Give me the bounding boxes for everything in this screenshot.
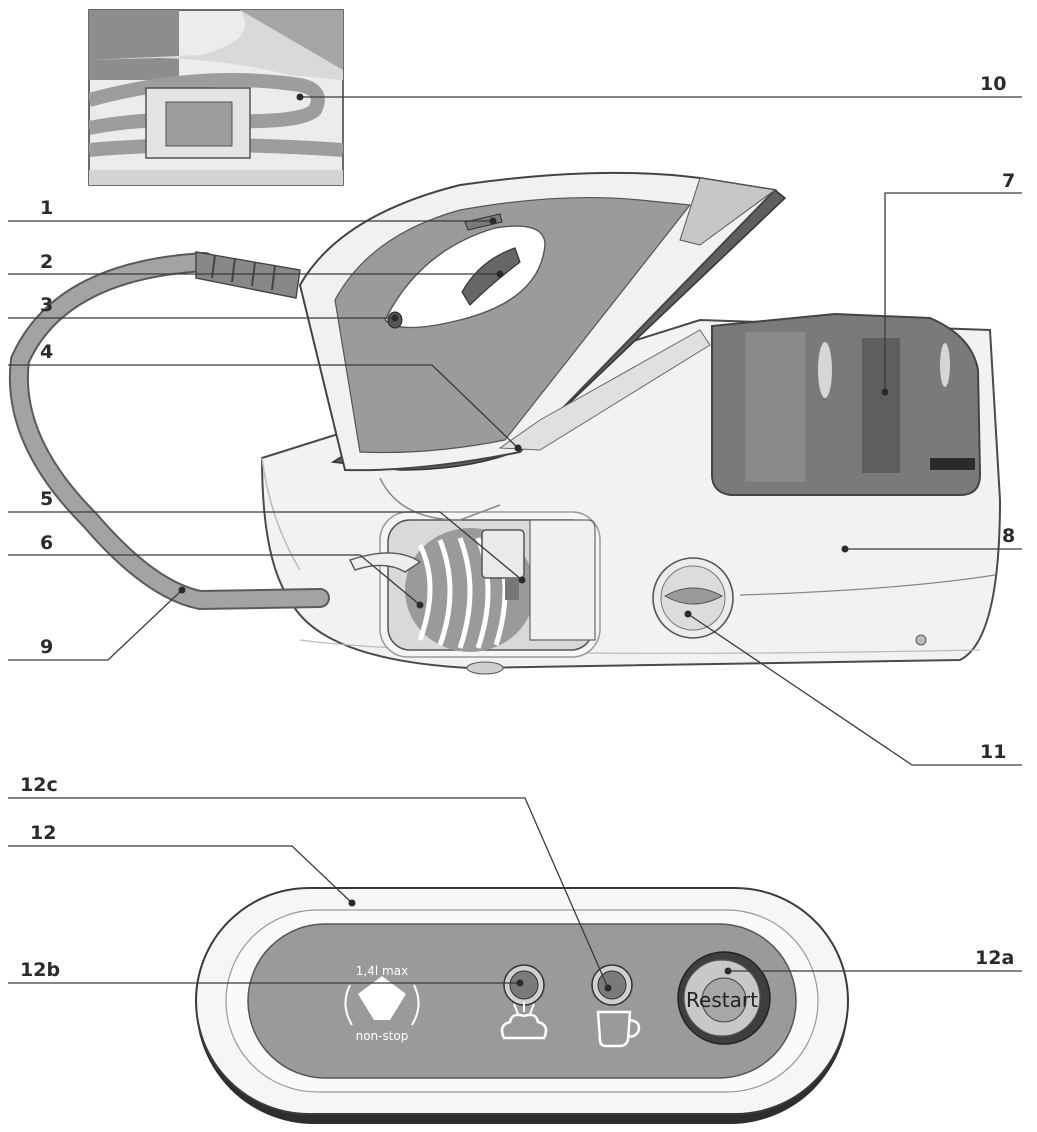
callout-6: 6: [40, 532, 53, 554]
cup-icon: [596, 1010, 641, 1048]
iron-rest: [498, 329, 711, 451]
plug: [481, 529, 525, 600]
cord-storage-compartment: [349, 511, 601, 658]
steam-hose: [8, 251, 330, 611]
callout-9: 9: [40, 636, 53, 658]
control-panel: 1,4l max non-stop Rest: [195, 887, 849, 1124]
callout-2: 2: [40, 251, 53, 273]
restart-label: Restart: [686, 988, 758, 1012]
callout-5: 5: [40, 488, 53, 510]
leader-lines: [8, 93, 1022, 992]
callout-12b: 12b: [20, 959, 60, 981]
callout-4: 4: [40, 341, 53, 363]
restart-button[interactable]: Restart: [677, 951, 771, 1045]
cup-mode-button[interactable]: [591, 964, 633, 1006]
anti-scale-knob: [652, 557, 734, 639]
water-tank: [711, 312, 982, 496]
callout-11: 11: [980, 741, 1006, 763]
hose-strain-relief: [195, 251, 301, 299]
callout-12c: 12c: [20, 774, 58, 796]
callout-1: 1: [40, 197, 53, 219]
steam-icon: [500, 1002, 548, 1040]
callout-3: 3: [40, 294, 53, 316]
callout-8: 8: [1002, 525, 1015, 547]
callout-7: 7: [1002, 170, 1015, 192]
callout-labels: 1 2 3 4 5 6 9 10 7 8 11 12 12a 12b 12c: [20, 73, 1015, 981]
water-refill-icon: 1,4l max non-stop: [344, 964, 420, 1043]
capacity-text: 1,4l max: [356, 964, 408, 978]
iron: [298, 171, 787, 472]
steam-button[interactable]: [503, 964, 545, 1006]
hose-outlet: [379, 477, 501, 521]
callout-12: 12: [30, 822, 56, 844]
callout-12a: 12a: [975, 947, 1014, 969]
callout-10: 10: [980, 73, 1006, 95]
refill-text: non-stop: [356, 1029, 409, 1043]
